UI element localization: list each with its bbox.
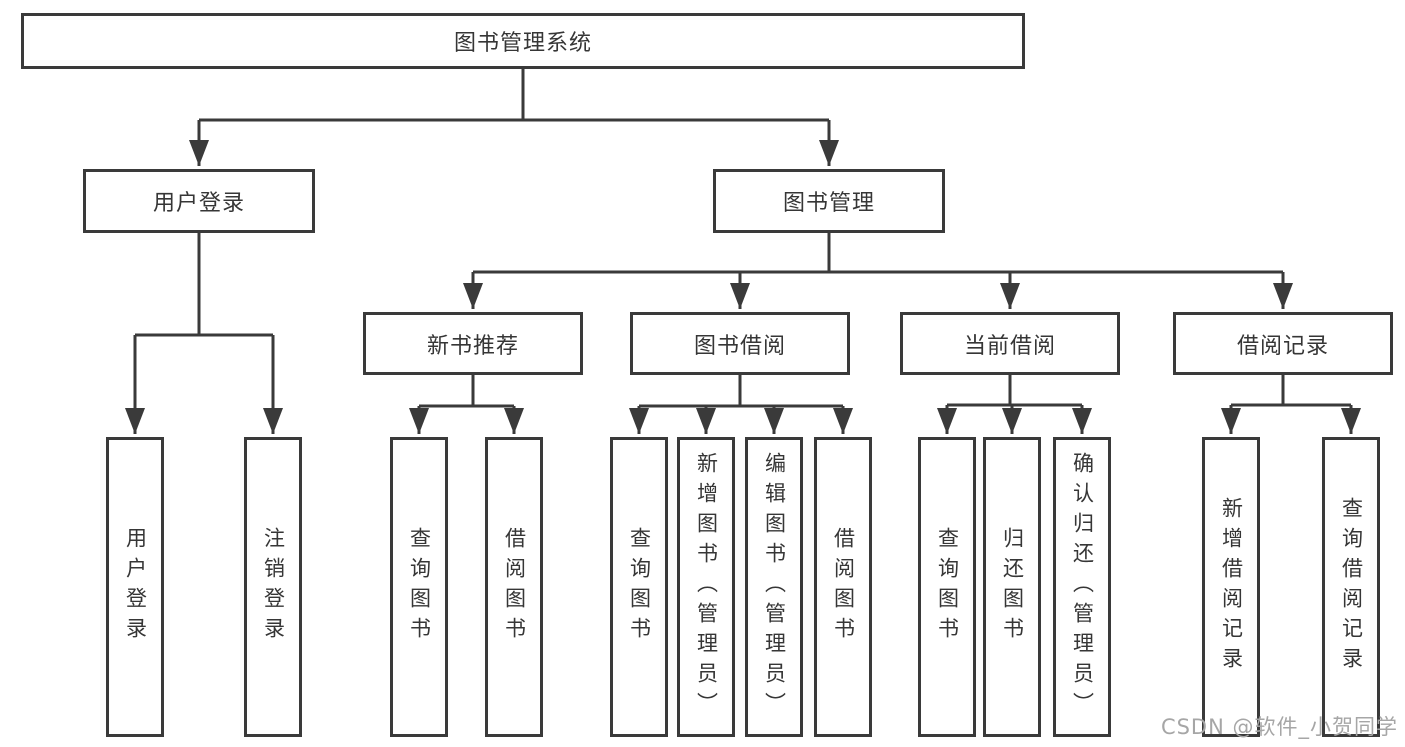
node-leaf-return-book: 归还图书 <box>983 437 1041 737</box>
node-leaf-query-books-3: 查询图书 <box>918 437 976 737</box>
node-new-book-recommend: 新书推荐 <box>363 312 583 375</box>
node-leaf-confirm-return-admin: 确认归还（管理员） <box>1053 437 1111 737</box>
node-leaf-user-login: 用户登录 <box>106 437 164 737</box>
leaf-label: 查询图书 <box>407 527 432 647</box>
leaf-label: 借阅图书 <box>831 527 856 647</box>
leaf-label: 新增借阅记录 <box>1219 497 1244 677</box>
watermark: CSDN @软件_小贺同学 <box>1160 715 1398 739</box>
connector-book-management <box>463 233 1293 309</box>
node-leaf-query-borrow-record: 查询借阅记录 <box>1322 437 1380 737</box>
node-leaf-query-books-2: 查询图书 <box>610 437 668 737</box>
leaf-label: 查询借阅记录 <box>1339 497 1364 677</box>
node-borrow-records: 借阅记录 <box>1173 312 1393 375</box>
leaf-label: 查询图书 <box>627 527 652 647</box>
leaf-label: 确认归还（管理员） <box>1070 452 1095 722</box>
leaf-label: 注销登录 <box>261 527 286 647</box>
connector-current-borrow <box>937 375 1092 434</box>
node-leaf-edit-book-admin: 编辑图书（管理员） <box>745 437 803 737</box>
connector-new-book-recommend <box>409 375 524 434</box>
node-current-borrow: 当前借阅 <box>900 312 1120 375</box>
node-leaf-borrow-books-1: 借阅图书 <box>485 437 543 737</box>
leaf-label: 查询图书 <box>935 527 960 647</box>
node-leaf-logout: 注销登录 <box>244 437 302 737</box>
connector-book-borrow <box>629 375 853 434</box>
connector-root <box>189 69 839 166</box>
leaf-label: 借阅图书 <box>502 527 527 647</box>
leaf-label: 编辑图书（管理员） <box>762 452 787 722</box>
node-book-borrow: 图书借阅 <box>630 312 850 375</box>
leaf-label: 用户登录 <box>123 527 148 647</box>
node-leaf-borrow-books-2: 借阅图书 <box>814 437 872 737</box>
connector-user-login <box>125 233 283 434</box>
node-leaf-query-books-1: 查询图书 <box>390 437 448 737</box>
node-book-management: 图书管理 <box>713 169 945 233</box>
node-leaf-add-book-admin: 新增图书（管理员） <box>677 437 735 737</box>
leaf-label: 新增图书（管理员） <box>694 452 719 722</box>
connector-borrow-records <box>1221 375 1361 434</box>
node-user-login: 用户登录 <box>83 169 315 233</box>
node-leaf-add-borrow-record: 新增借阅记录 <box>1202 437 1260 737</box>
node-root: 图书管理系统 <box>21 13 1025 69</box>
leaf-label: 归还图书 <box>1000 527 1025 647</box>
